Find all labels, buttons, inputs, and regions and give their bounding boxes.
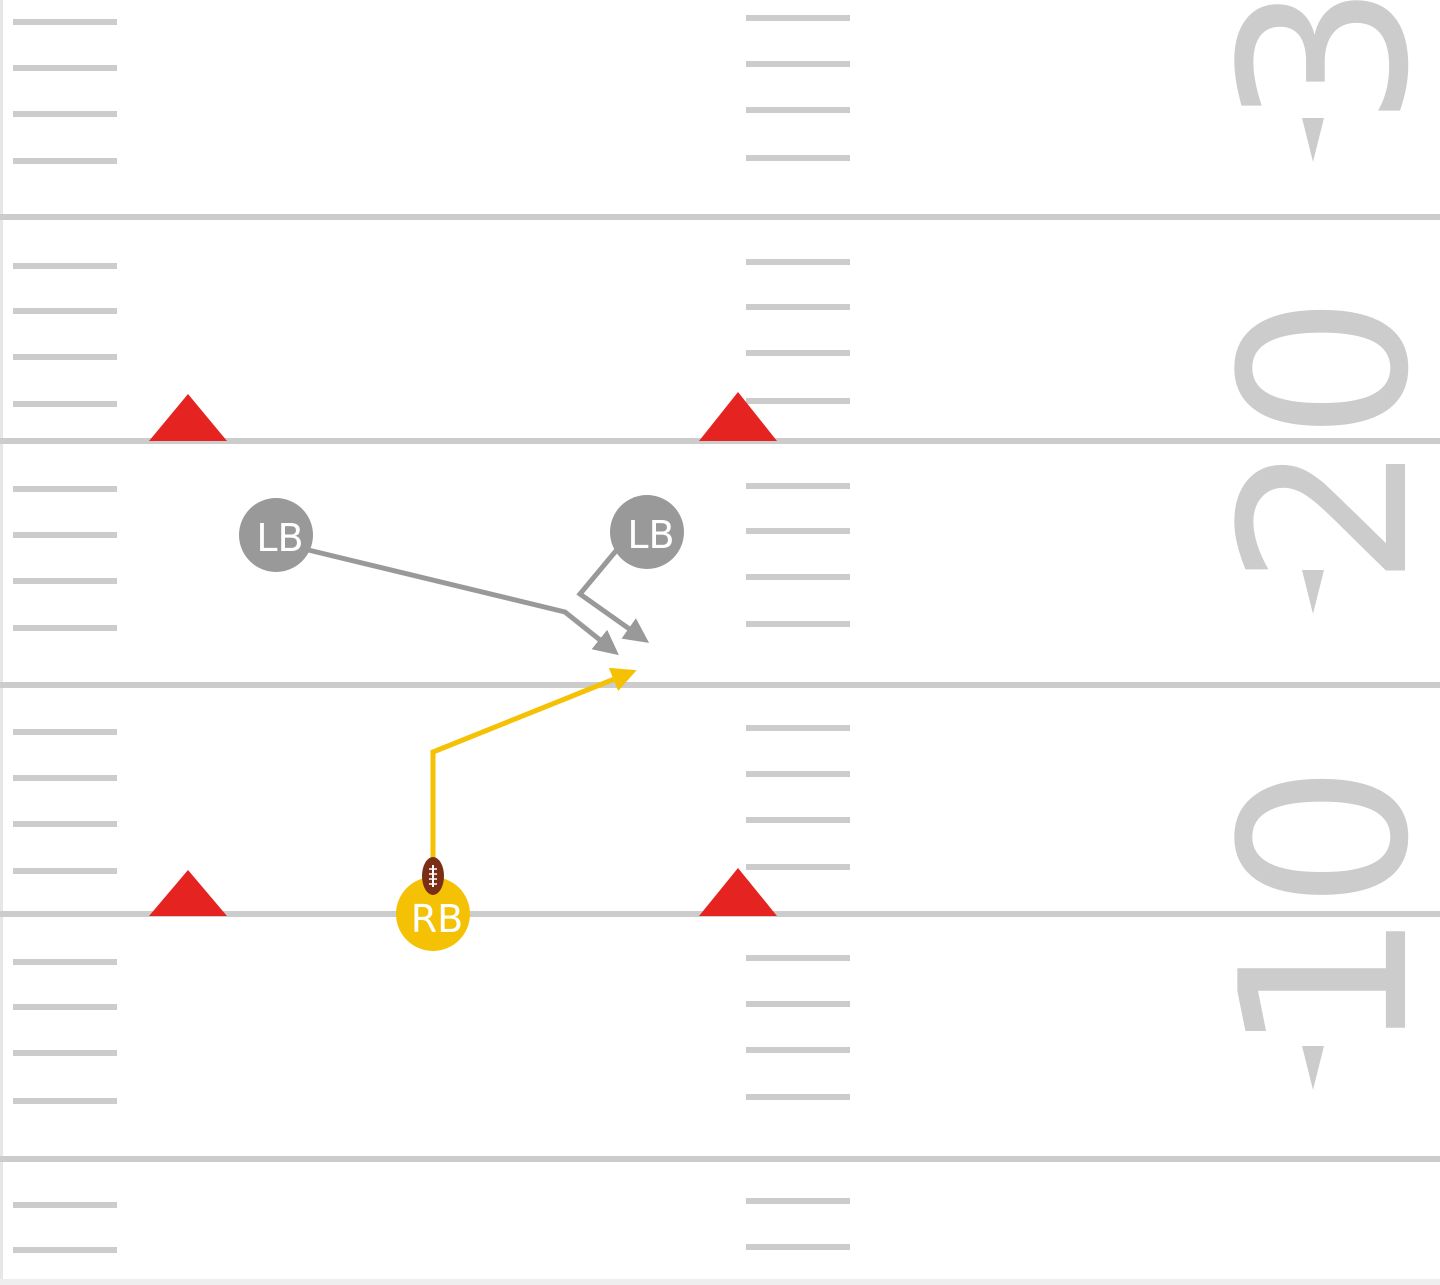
cone-icon xyxy=(149,394,227,441)
player-label: RB xyxy=(411,897,463,941)
cone-icon xyxy=(699,868,777,916)
player-marker xyxy=(396,877,470,951)
cone-icon xyxy=(699,392,777,441)
yard-number-20: 20 xyxy=(1193,295,1440,588)
football-icon xyxy=(422,857,444,895)
lb-left-route xyxy=(299,545,619,656)
player-label: LB xyxy=(256,516,303,560)
player-rb: RB xyxy=(396,877,470,951)
cones xyxy=(149,392,777,916)
player-lb-left: LB xyxy=(239,498,313,572)
cone-icon xyxy=(149,870,227,916)
yard-number-30: 3 xyxy=(1193,0,1440,128)
direction-arrow-icon xyxy=(1302,570,1324,614)
hash-marks xyxy=(13,15,850,1253)
rb-route xyxy=(430,667,637,880)
defender-routes xyxy=(299,538,650,656)
player-marker xyxy=(239,498,313,572)
yard-number-10: 10 xyxy=(1193,764,1440,1057)
player-lb-right: LB xyxy=(610,495,684,569)
player-label: LB xyxy=(627,513,674,557)
player-marker xyxy=(610,495,684,569)
direction-arrow-icon xyxy=(1302,1046,1324,1090)
direction-arrow-icon xyxy=(1302,118,1324,162)
lb-right-route xyxy=(576,538,650,643)
yard-numbers: 3 20 10 xyxy=(1193,0,1440,1090)
